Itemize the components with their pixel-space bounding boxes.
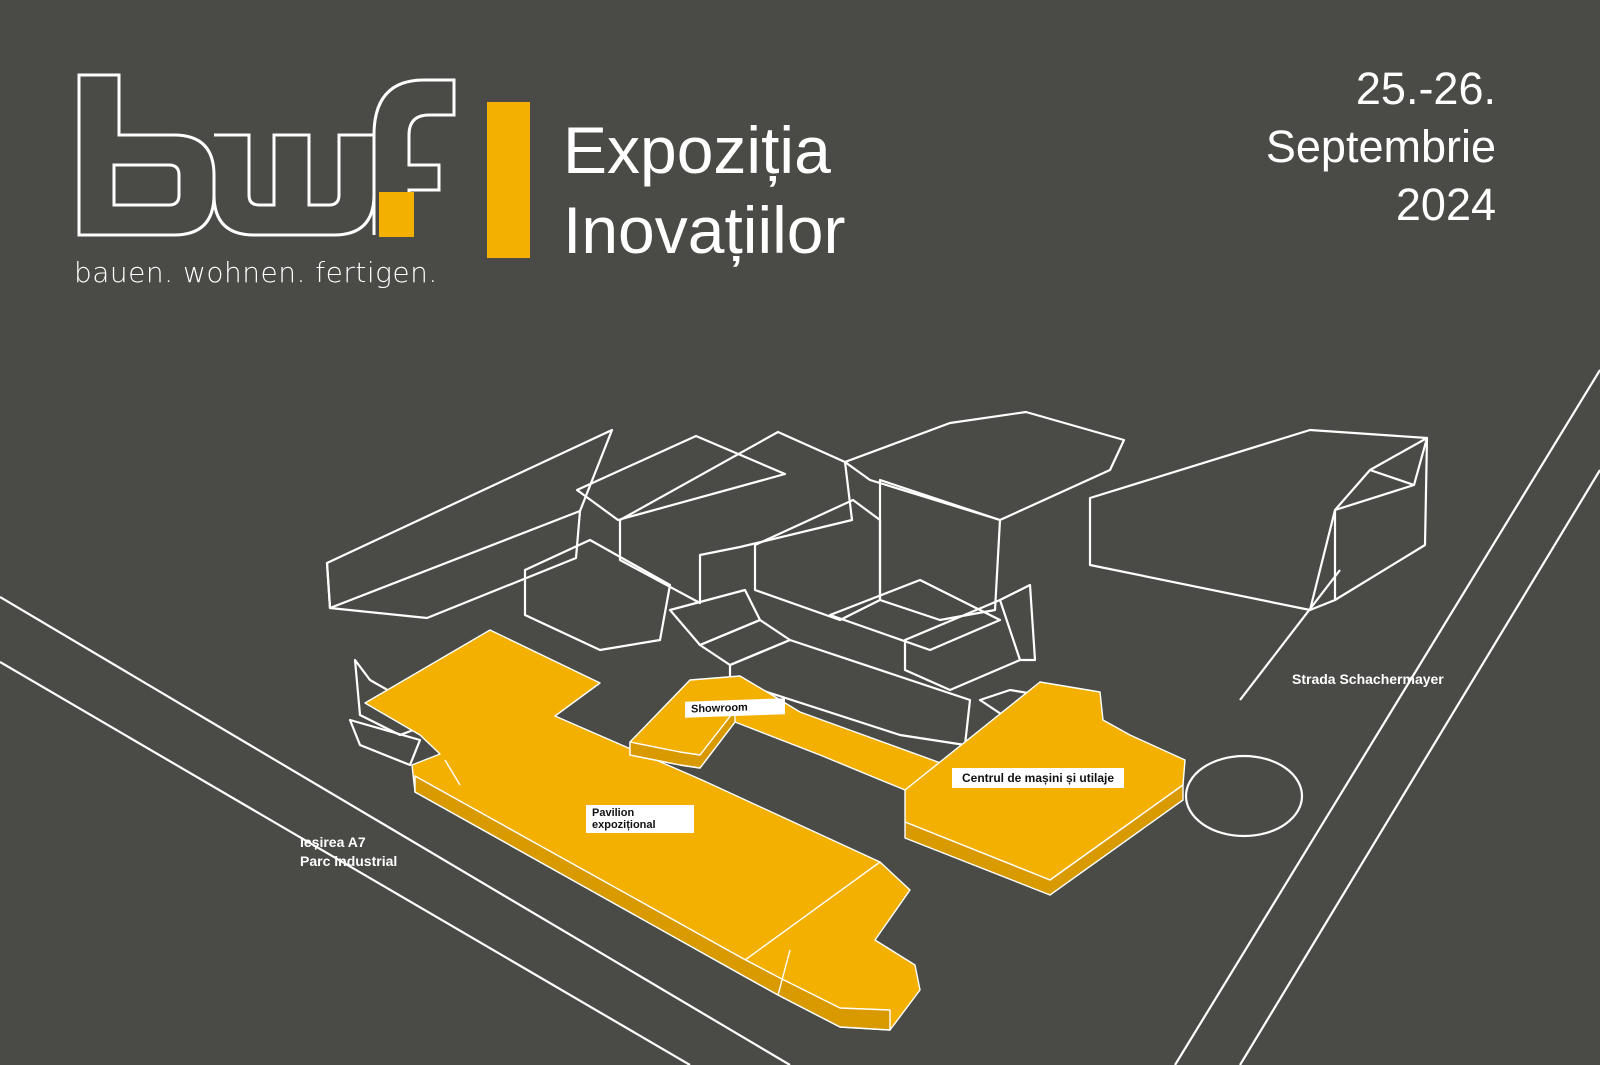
event-title: Expoziția Inovațiilor: [563, 110, 845, 270]
pavilion-label-line2: expozițional: [592, 819, 656, 831]
event-title-line2: Inovațiilor: [563, 193, 846, 267]
highlighted-buildings: [364, 629, 1186, 1031]
event-title-line1: Expoziția: [563, 113, 831, 187]
date-year: 2024: [1395, 179, 1496, 230]
road-schachermayer: [1174, 369, 1600, 1065]
pavilion-label-line1: Pavilion: [592, 807, 635, 819]
brand-tagline: bauen. wohnen. fertigen.: [74, 256, 438, 289]
date-range: 25.-26.: [1355, 63, 1496, 114]
date-month: Septembrie: [1265, 121, 1496, 172]
exit-a7-label: Ieșirea A7 Parc industrial: [300, 833, 397, 871]
schachermayer-street-label: Strada Schachermayer: [1292, 671, 1444, 687]
machine-center-label: Centrul de mașini și utilaje: [952, 768, 1125, 788]
pavilion-label: Pavilion expozițional: [586, 805, 694, 833]
accent-bar: [487, 102, 530, 258]
event-dates: 25.-26. Septembrie 2024: [1266, 60, 1496, 234]
exit-a7-line1: Ieșirea A7: [300, 834, 366, 850]
buildings-outline: [325, 410, 1429, 767]
showroom-label-text: Showroom: [691, 701, 748, 716]
exit-a7-line2: Parc industrial: [300, 853, 398, 869]
roundabout: [1184, 754, 1304, 838]
buf-logo: [77, 73, 456, 237]
road-a7: [0, 596, 791, 1065]
machine-center-label-text: Centrul de mașini și utilaje: [962, 771, 1115, 785]
